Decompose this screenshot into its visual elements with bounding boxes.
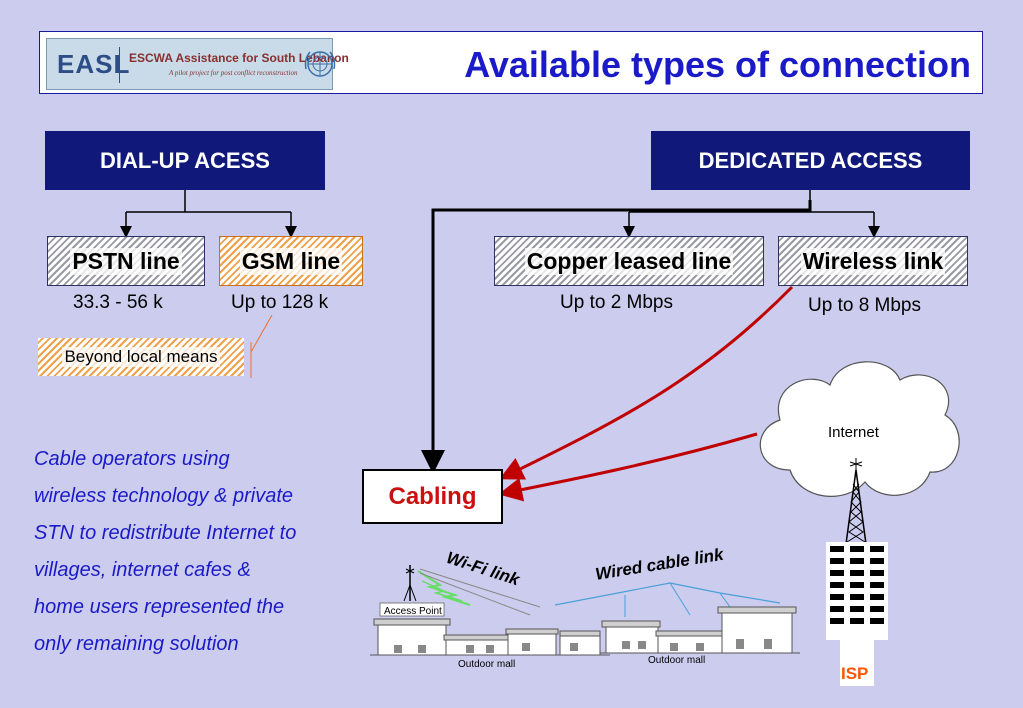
gsm-line-label: GSM line [239,247,343,275]
gsm-line-box: GSM line [219,236,363,286]
copper-leased-line-label: Copper leased line [524,247,734,275]
logo-tagline: A pilot project for post conflict recons… [169,69,298,77]
logo-name: ESCWA Assistance for South Lebanon [129,51,349,65]
wireless-speed: Up to 8 Mbps [808,295,921,316]
note-line: wireless technology & private [34,485,294,507]
easl-logo: EASL ESCWA Assistance for South Lebanon … [46,38,349,90]
isp-label-background [840,640,874,686]
internet-to-cabling-arrow [498,432,758,502]
beyond-local-means-label: Beyond local means [62,347,220,367]
logo-abbr: EASL [57,49,131,79]
page-title: Available types of connection [464,44,971,85]
cabling-box: Cabling [362,469,503,524]
wired-cable-line [554,582,781,606]
access-point-label: Access Point [384,606,442,617]
logo-divider [119,47,120,83]
wireless-link-box: Wireless link [778,236,968,286]
note-line: villages, internet cafes & [34,559,251,581]
wireless-link-label: Wireless link [800,247,946,275]
isp-antenna-tower-icon [845,458,867,545]
pstn-line-box: PSTN line [47,236,205,286]
network-illustration [370,565,800,656]
un-emblem-icon [304,51,336,77]
dialup-access-box: DIAL-UP ACESS [45,131,325,190]
copper-leased-line-box: Copper leased line [494,236,764,286]
isp-label: ISP [841,664,869,683]
note-line: Cable operators using [34,448,230,470]
access-point-antenna-icon [403,565,417,602]
outdoor-mall-buildings [373,606,797,656]
internet-label: Internet [828,424,879,441]
note-line: home users represented the [34,596,285,618]
isp-building-icon [826,542,888,640]
dedicated-access-box: DEDICATED ACCESS [651,131,970,190]
note-line: STN to redistribute Internet to [34,522,297,544]
outdoor-mall-label-1: Outdoor mall [458,659,516,670]
gsm-speed: Up to 128 k [231,292,329,313]
pstn-speed: 33.3 - 56 k [73,292,163,313]
note-line: only remaining solution [34,633,239,655]
wireless-to-cabling-arrow [499,285,794,480]
copper-speed: Up to 2 Mbps [560,292,673,313]
outdoor-mall-label-2: Outdoor mall [648,655,706,666]
internet-cloud-icon [759,361,960,497]
pstn-line-label: PSTN line [70,247,182,275]
gsm-beyond-line [250,314,273,353]
beyond-local-means-note: Beyond local means [38,338,244,376]
dedicated-to-cabling-arrow [421,200,812,474]
cable-operators-note: Cable operators using wireless technolog… [34,441,354,663]
